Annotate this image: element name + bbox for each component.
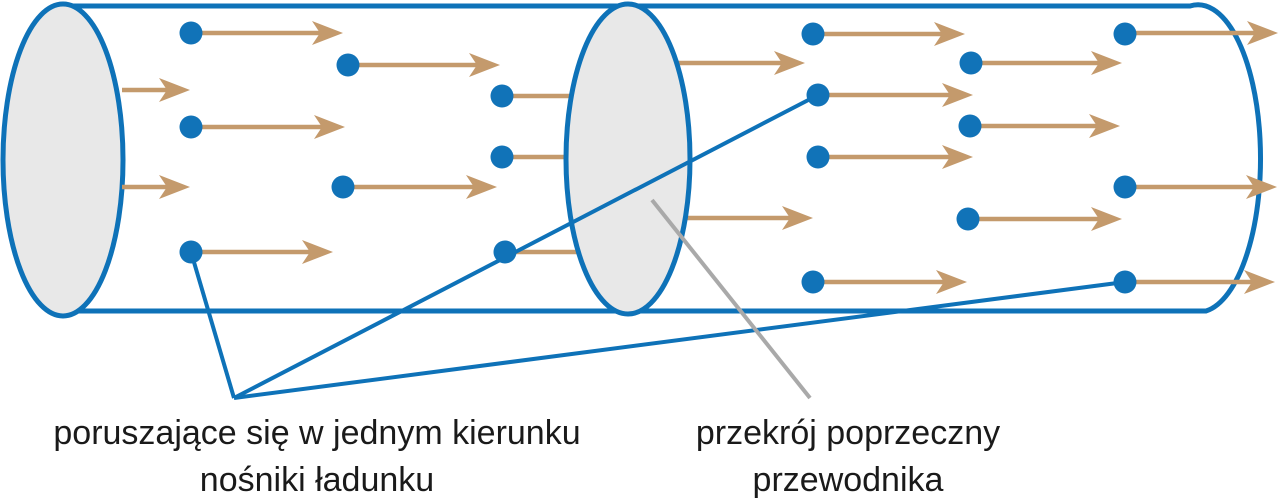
charge-carriers-label: poruszające się w jednym kierunku nośnik… [53,410,580,502]
velocity-arrow [970,114,1120,138]
charge-carrier-dot [1113,22,1137,46]
cross-section-label: przekrój poprzeczny przewodnika [696,410,1000,502]
velocity-arrow [1125,270,1275,294]
velocity-arrow [971,51,1122,75]
velocity-arrow [818,145,973,169]
charge-carrier-dot [801,270,825,294]
cross-section-ellipse [563,1,693,317]
charge-carriers-label-line1: poruszające się w jednym kierunku [53,414,581,452]
velocity-arrow [1125,175,1277,199]
charge-carrier-dot [331,175,355,199]
charge-carrier-dot [179,115,203,139]
charge-carrier-dot [493,240,517,264]
cross-section-label-line1: przekrój poprzeczny [695,414,1001,452]
charge-carrier-dot [179,240,203,264]
carriers-leader-line [233,93,819,400]
velocity-arrow [191,240,333,264]
velocity-arrow [191,115,345,139]
charge-carrier-dot [958,114,982,138]
velocity-arrow [191,21,343,45]
charge-carrier-dot [336,53,360,77]
velocity-arrow [1125,21,1278,45]
velocity-arrow [818,83,973,107]
velocity-arrow [343,175,497,199]
charge-carrier-dot [179,21,203,45]
charge-carrier-dot [1113,175,1137,199]
velocity-arrow [813,22,965,46]
charge-carrier-dot [490,84,514,108]
cross-section-leader-line [650,198,812,400]
charge-carrier-dot [801,22,825,46]
carriers-leader-line [233,280,1126,400]
left-end-face-ellipse [0,1,126,319]
velocity-arrow [968,207,1122,231]
charge-carrier-dot [490,145,514,169]
velocity-arrow [348,53,500,77]
charge-carrier-dot [959,51,983,75]
carriers-leader-line [189,251,236,399]
charge-carriers-label-line2: nośniki ładunku [199,461,435,499]
velocity-arrow [813,270,967,294]
velocity-arrow [122,78,190,102]
charge-carrier-dot [1113,270,1137,294]
charge-carrier-dot [956,207,980,231]
charge-carrier-dot [806,83,830,107]
cylinder-outline [67,2,1263,314]
velocity-arrow [122,175,190,199]
charge-carrier-dot [806,145,830,169]
cross-section-label-line2: przewodnika [752,461,944,499]
